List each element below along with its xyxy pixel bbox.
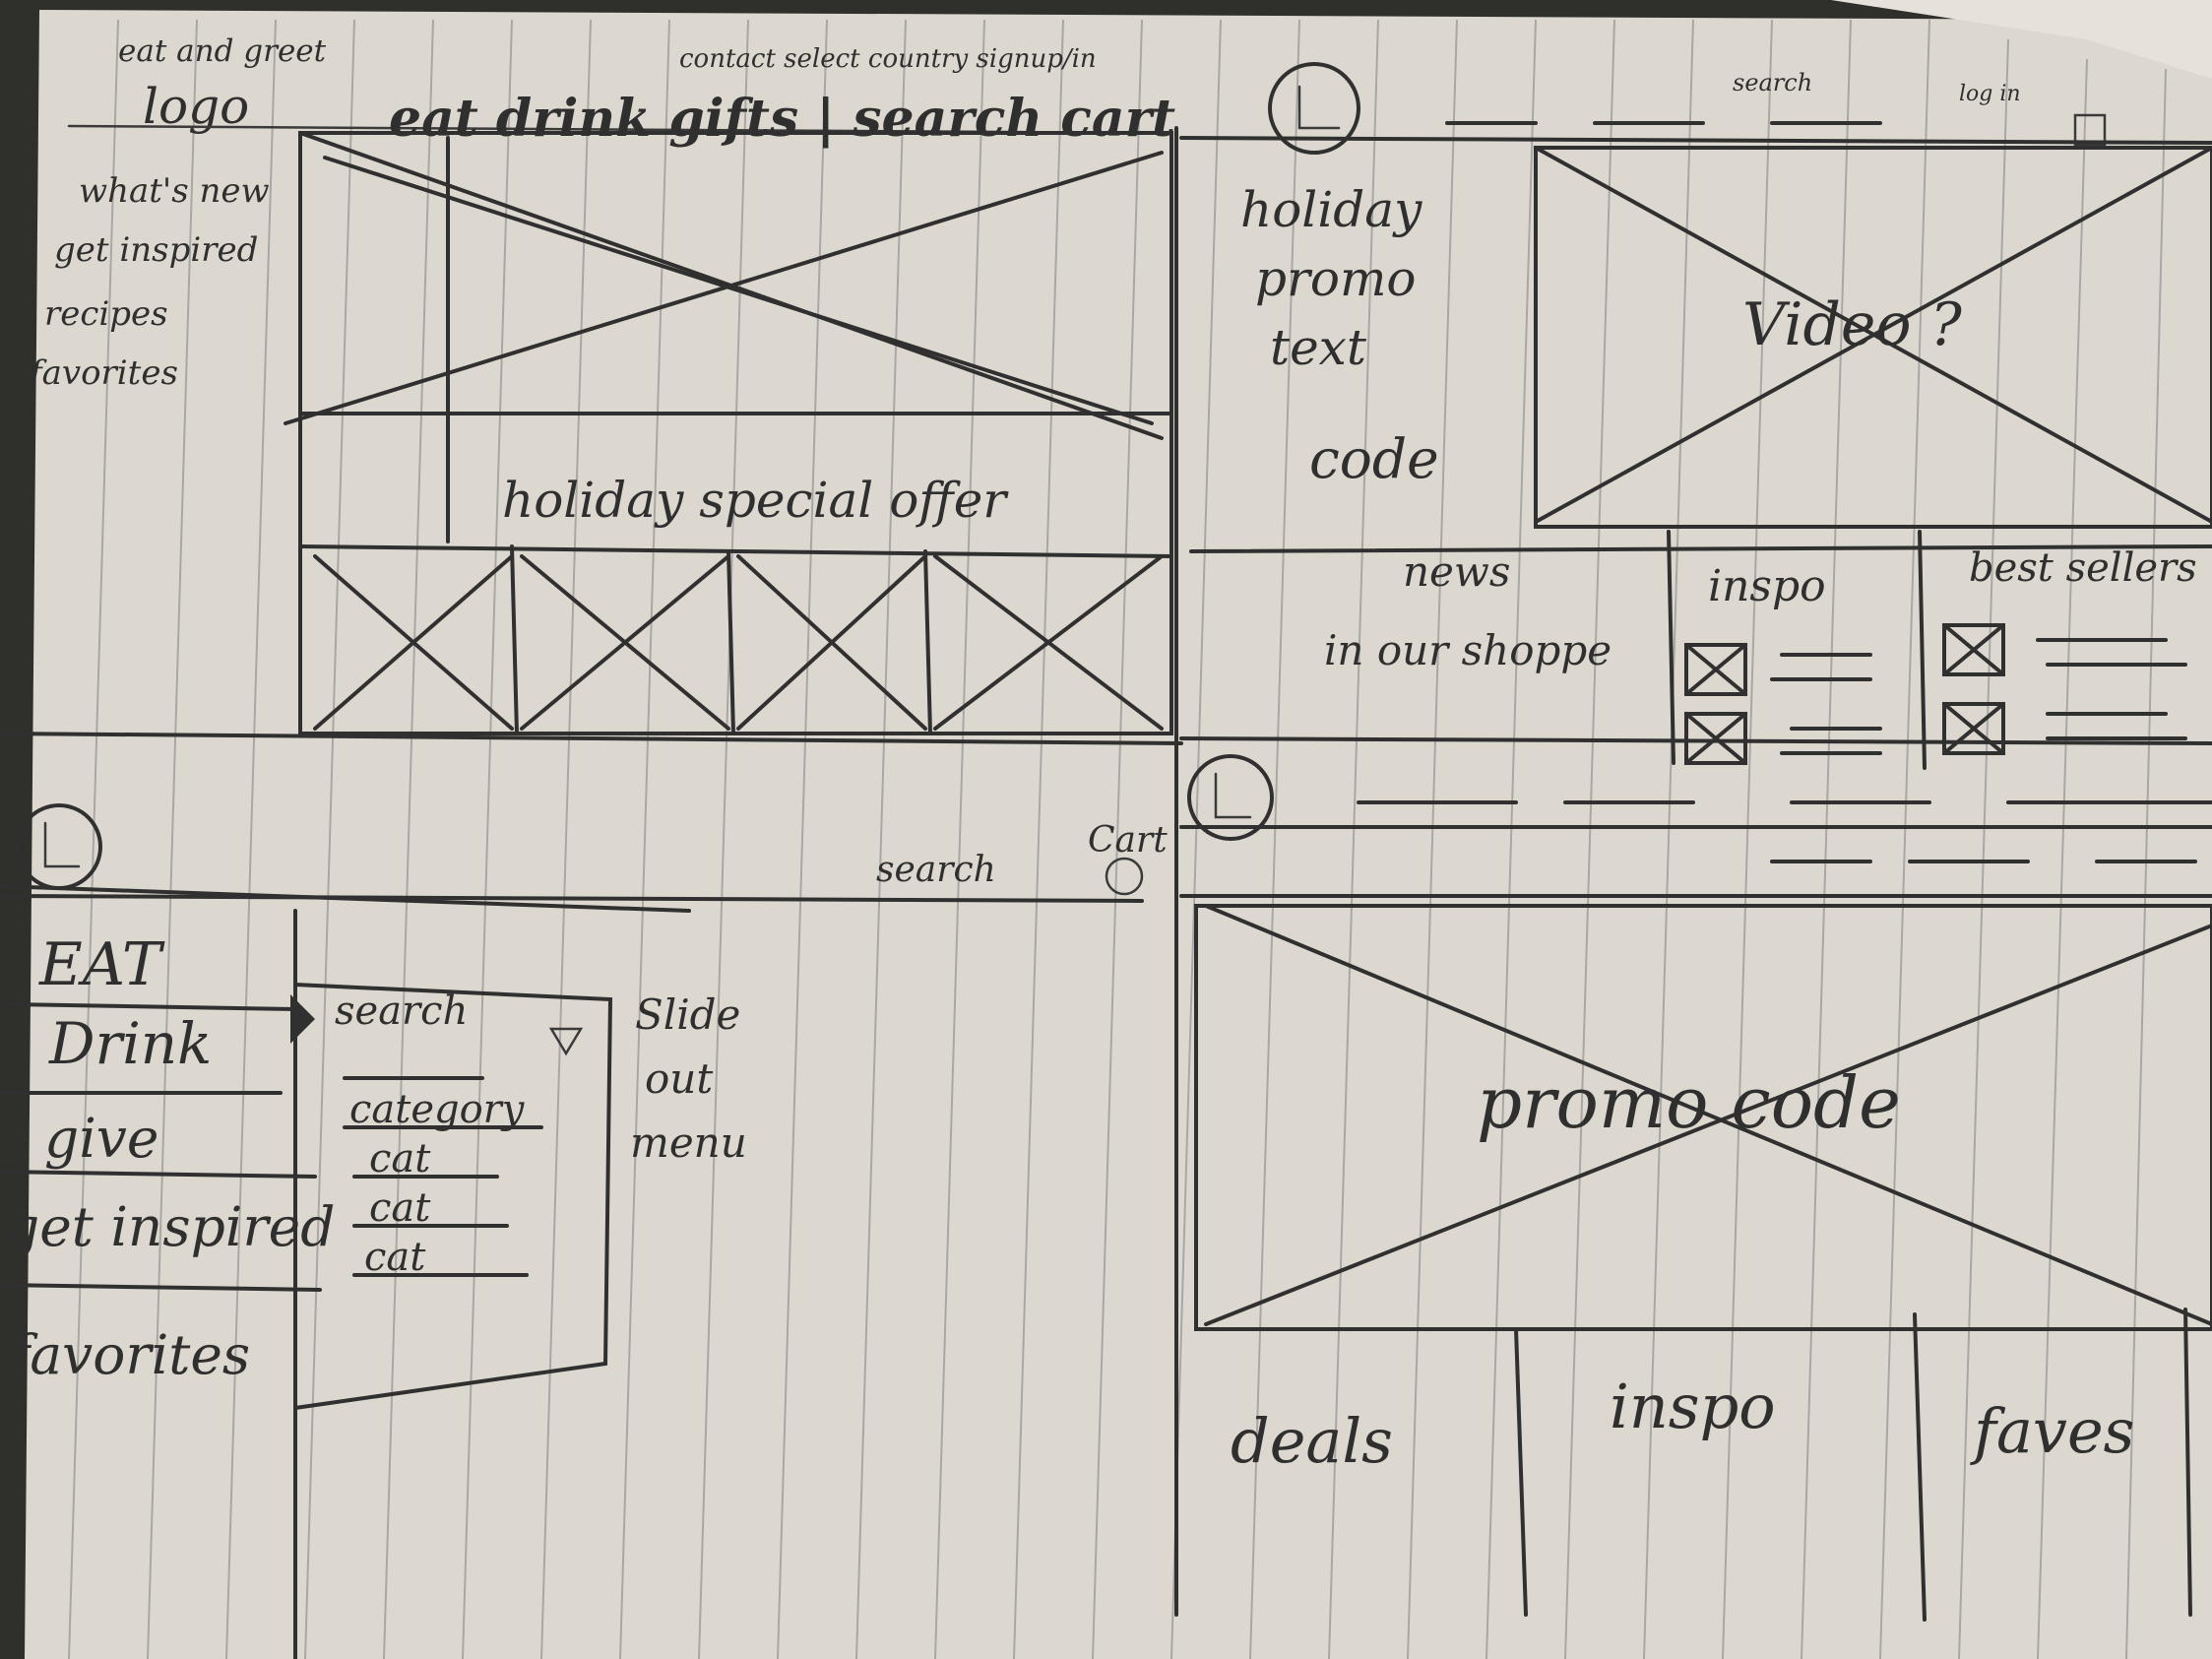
filter-icon [548, 1027, 584, 1056]
right-horizontal-divider [1179, 736, 2212, 745]
submenu-cat-3: cat [364, 1235, 426, 1280]
promo-code-label: promo code [1477, 1061, 1901, 1144]
arrow-icon [290, 994, 315, 1044]
wireframe-2: search log in holiday promo text code Vi… [1179, 62, 2212, 770]
mobile-cart-label: Cart [1088, 820, 1168, 861]
sidebar-item-favorites: favorites [27, 353, 178, 393]
logo-label: logo [143, 78, 249, 135]
video-frame [1534, 146, 2212, 529]
upper-page-edge [1831, 0, 2212, 79]
sidebar-item-get-inspired: get inspired [54, 230, 258, 270]
tile-deals: deals [1231, 1405, 1393, 1477]
promo-code: code [1309, 427, 1439, 490]
top-links: contact select country signup/in [679, 44, 1097, 74]
menu-get-inspired: get inspired [5, 1195, 335, 1258]
sidebar-item-recipes: recipes [44, 294, 168, 334]
submenu-cat-1: cat [369, 1136, 431, 1181]
promo-promo: promo [1255, 250, 1417, 307]
note-out: out [645, 1054, 713, 1103]
hero-frame [298, 131, 1173, 735]
promo-holiday: holiday [1240, 181, 1422, 238]
left-horizontal-divider [0, 732, 1183, 745]
sidebar-item-whats-new: what's new [79, 171, 270, 211]
slideout-panel [293, 983, 613, 1410]
paper-rules [68, 19, 2167, 1659]
wireframe-3: search Cart EAT Drink give get inspired … [0, 803, 1168, 1659]
promo-image-frame [1194, 904, 2212, 1331]
note-slide: Slide [635, 990, 740, 1039]
logo-mark [1297, 85, 1341, 130]
search-link: search [1733, 69, 1812, 96]
logo-caption: eat and greet [118, 33, 327, 69]
news-heading: news [1403, 547, 1510, 596]
tile-inspo: inspo [1610, 1371, 1776, 1442]
mobile-search: search [876, 850, 996, 890]
submenu-category: category [349, 1087, 526, 1132]
main-nav: eat drink gifts | search cart [389, 89, 1175, 149]
mobile-logo-circle-2 [1187, 754, 1274, 841]
tile-faves: faves [1970, 1395, 2134, 1467]
menu-drink: Drink [48, 1010, 212, 1077]
menu-favorites: favorites [6, 1323, 250, 1386]
note-menu: menu [630, 1118, 747, 1167]
submenu-search: search [335, 989, 468, 1034]
menu-eat: EAT [38, 930, 165, 999]
logo-circle [1268, 62, 1360, 155]
promo-text: text [1270, 319, 1367, 376]
video-label: Video ? [1742, 290, 1963, 359]
cart-icon [1105, 857, 1144, 896]
submenu-cat-2: cat [369, 1185, 431, 1231]
news-text: in our shoppe [1324, 626, 1612, 674]
cart-icon [2073, 113, 2107, 147]
best-sellers-heading: best sellers [1969, 545, 2197, 591]
banner-text: holiday special offer [502, 472, 1009, 529]
wireframe-4: promo code deals inspo faves [1179, 754, 2212, 1622]
login-link: log in [1959, 82, 2021, 106]
wireframe-1: eat and greet logo contact select countr… [27, 33, 1175, 735]
menu-give: give [44, 1107, 158, 1170]
inspo-heading: inspo [1708, 561, 1826, 611]
